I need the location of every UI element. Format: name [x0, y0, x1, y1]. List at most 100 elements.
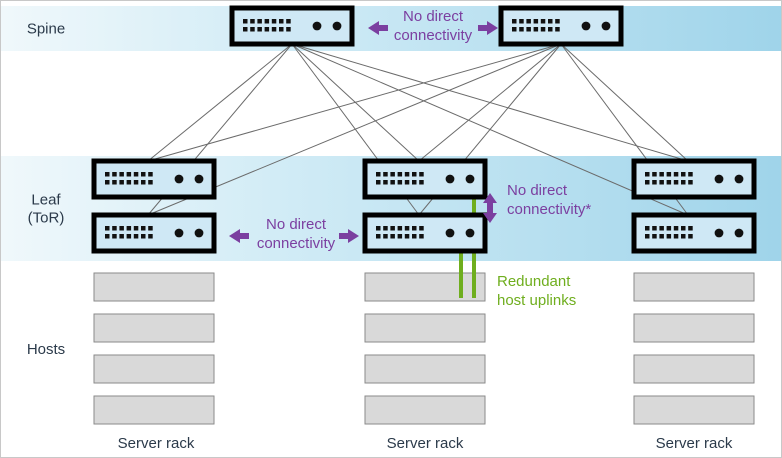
- switch-glyphs: [91, 5, 757, 254]
- switch-port: [286, 19, 291, 24]
- switch-chassis: [631, 212, 757, 254]
- switch-port: [397, 234, 403, 239]
- switch-port: [119, 234, 124, 239]
- switch-port: [112, 226, 117, 231]
- switch-port: [105, 172, 110, 177]
- switch-port: [376, 180, 381, 185]
- switch-port: [673, 180, 679, 185]
- switch-port: [419, 234, 424, 239]
- switch-port: [148, 180, 153, 185]
- switch-port: [659, 226, 664, 231]
- rack-label-rack-1: Server rack: [118, 435, 195, 452]
- switch-port: [673, 172, 679, 177]
- switch-port: [681, 226, 686, 231]
- switch-port: [688, 180, 693, 185]
- fabric-link: [560, 43, 689, 162]
- host-box: [633, 354, 755, 384]
- switch-port: [681, 234, 686, 239]
- annotation-spine-no-direct: connectivity: [394, 27, 473, 44]
- fabric-link: [147, 43, 293, 162]
- switch-port: [126, 180, 132, 185]
- switch-port: [105, 234, 110, 239]
- leaf-switch-leaf-rack2-upper[interactable]: [362, 158, 488, 200]
- switch-port: [412, 180, 417, 185]
- switch-indicator-dot: [194, 228, 204, 238]
- host-box: [633, 272, 755, 302]
- switch-port: [688, 226, 693, 231]
- switch-indicator-dot: [174, 228, 184, 238]
- host-box: [93, 272, 215, 302]
- switch-port: [666, 226, 672, 231]
- fabric-link: [147, 43, 562, 162]
- switch-port: [512, 19, 517, 24]
- switch-port: [133, 172, 139, 177]
- spine-switch-spine-2[interactable]: [498, 5, 624, 47]
- switch-port: [652, 172, 657, 177]
- switch-port: [666, 180, 672, 185]
- rack-label-rack-3: Server rack: [656, 435, 733, 452]
- switch-port: [133, 234, 139, 239]
- switch-port: [141, 234, 146, 239]
- switch-port: [271, 27, 277, 32]
- switch-indicator-dot: [465, 228, 475, 238]
- switch-chassis: [631, 158, 757, 200]
- switch-port: [376, 234, 381, 239]
- switch-indicator-dot: [445, 228, 455, 238]
- switch-port: [383, 180, 388, 185]
- switch-port: [526, 27, 531, 32]
- switch-port: [397, 172, 403, 177]
- switch-port: [257, 19, 262, 24]
- switch-port: [271, 19, 277, 24]
- switch-port: [412, 226, 417, 231]
- switch-port: [533, 27, 539, 32]
- switch-port: [133, 180, 139, 185]
- leaf-switch-leaf-rack2-lower[interactable]: [362, 212, 488, 254]
- switch-port: [141, 180, 146, 185]
- switch-port: [526, 19, 531, 24]
- leaf-switch-leaf-rack3-lower[interactable]: [631, 212, 757, 254]
- switch-port: [376, 172, 381, 177]
- switch-port: [383, 172, 388, 177]
- host-box: [93, 354, 215, 384]
- switch-chassis: [498, 5, 624, 47]
- switch-port: [397, 180, 403, 185]
- switch-port: [112, 172, 117, 177]
- switch-port: [533, 19, 539, 24]
- host-box: [93, 395, 215, 425]
- switch-port: [105, 226, 110, 231]
- switch-port: [148, 226, 153, 231]
- switch-indicator-dot: [332, 21, 342, 31]
- leaf-switch-leaf-rack1-upper[interactable]: [91, 158, 217, 200]
- switch-indicator-dot: [465, 174, 475, 184]
- tier-band-spine: [1, 6, 781, 51]
- host-box: [364, 354, 486, 384]
- switch-chassis: [362, 158, 488, 200]
- arrow-left-leaf-rack1-no-direct: [229, 229, 249, 243]
- switch-port: [383, 226, 388, 231]
- spine-switch-spine-1[interactable]: [229, 5, 355, 47]
- switch-port: [264, 27, 270, 32]
- fabric-link: [147, 43, 562, 216]
- leaf-switch-leaf-rack3-upper[interactable]: [631, 158, 757, 200]
- host-box: [364, 395, 486, 425]
- switch-port: [390, 226, 395, 231]
- switch-port: [540, 19, 546, 24]
- annotation-spine-no-direct: No direct: [403, 8, 464, 25]
- switch-port: [390, 180, 395, 185]
- switch-port: [397, 226, 403, 231]
- switch-port: [243, 27, 248, 32]
- leaf-switch-leaf-rack1-lower[interactable]: [91, 212, 217, 254]
- switch-port: [126, 172, 132, 177]
- switch-port: [119, 226, 124, 231]
- switch-indicator-dot: [581, 21, 591, 31]
- switch-port: [659, 180, 664, 185]
- switch-port: [412, 234, 417, 239]
- switch-port: [250, 27, 255, 32]
- switch-port: [390, 234, 395, 239]
- arrow-left-spine-no-direct: [368, 21, 388, 35]
- switch-port: [652, 226, 657, 231]
- switch-port: [419, 172, 424, 177]
